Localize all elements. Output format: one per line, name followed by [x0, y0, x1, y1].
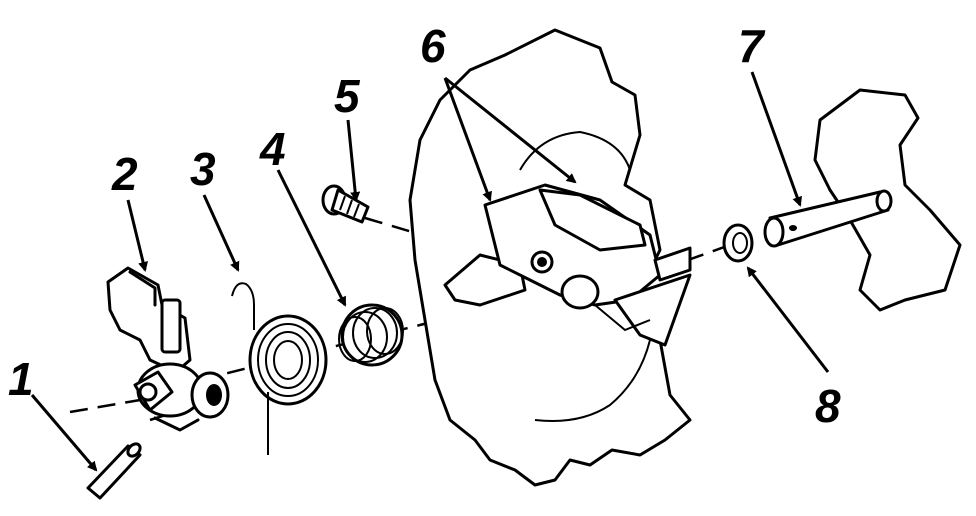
part-2-lever-assembly: [106, 266, 230, 432]
part-4-coil-spring: [338, 303, 404, 367]
part-1-pin: [86, 442, 142, 500]
part-8-retaining-ring: [722, 223, 754, 263]
part-5-screw: [321, 184, 370, 224]
callout-3: 3: [190, 143, 216, 195]
callout-4: 4: [259, 123, 286, 175]
callout-5: 5: [334, 70, 361, 122]
callout-1: 1: [8, 353, 34, 405]
part-6-plate-and-bracket: [408, 28, 692, 487]
part-3-torsion-spring: [231, 282, 328, 455]
leader-lines: [30, 71, 830, 472]
callout-6: 6: [420, 20, 446, 72]
callout-2: 2: [111, 148, 138, 200]
callout-8: 8: [815, 380, 841, 432]
callout-7: 7: [738, 20, 766, 72]
part-7-shaft-and-handle: [763, 88, 962, 312]
callout-labels: 1 2 3 4 5 6 7 8: [8, 20, 841, 432]
